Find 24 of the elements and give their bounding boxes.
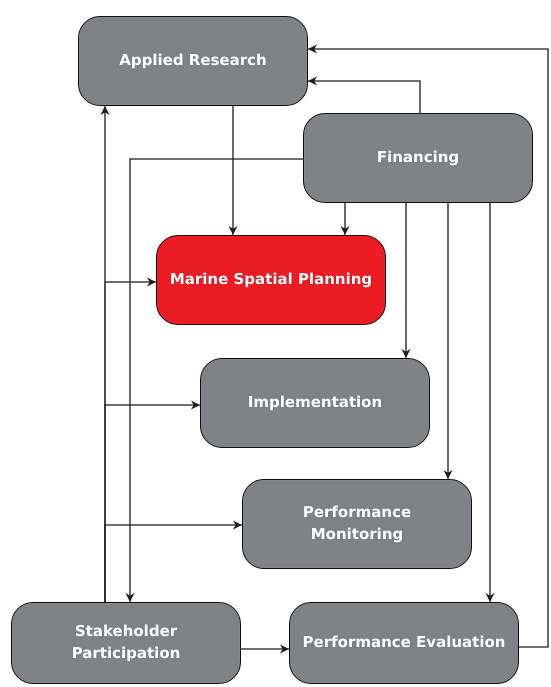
box-label: Implementation xyxy=(248,392,382,414)
arrow xyxy=(402,203,410,358)
arrow xyxy=(340,203,350,235)
process-box xyxy=(78,16,308,106)
arrow xyxy=(486,203,494,602)
box-label: Performance Evaluation xyxy=(302,632,506,654)
arrow xyxy=(228,106,238,235)
box-label: Applied Research xyxy=(119,50,267,72)
arrow xyxy=(444,203,452,479)
process-box xyxy=(156,235,386,325)
arrow xyxy=(104,520,242,602)
arrow xyxy=(308,76,421,113)
box-label: Marine Spatial Planning xyxy=(170,269,372,290)
process-box xyxy=(289,602,519,684)
arrow xyxy=(308,44,549,648)
process-box xyxy=(242,479,472,569)
process-box xyxy=(303,113,533,203)
box-label: Stakeholder Participation xyxy=(70,621,182,664)
box-label: Financing xyxy=(376,147,460,168)
process-box xyxy=(200,358,430,448)
box-label: Performance Monitoring xyxy=(302,502,412,545)
arrow xyxy=(126,158,303,602)
arrow xyxy=(241,644,289,654)
process-box xyxy=(11,602,241,684)
